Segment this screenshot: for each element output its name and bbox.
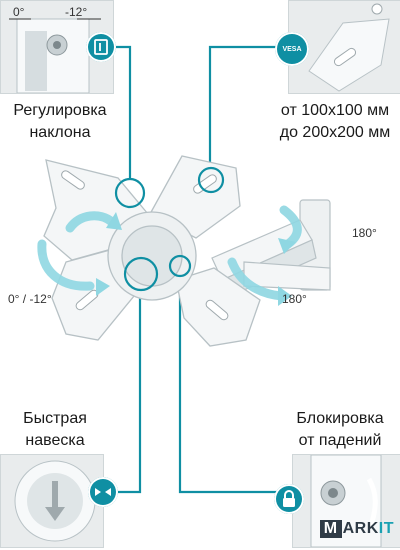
tilt-icon: [94, 39, 108, 55]
swivel-right-label: 180°: [352, 226, 377, 240]
quick-hang-caption: Быстрая навеска: [0, 408, 110, 452]
vesa-plate-photo: [308, 3, 390, 92]
brand-logo-it: IT: [378, 520, 394, 537]
brand-logo: M ARK IT: [319, 518, 394, 540]
tilt-zero-label: 0°: [13, 5, 25, 19]
tilt-hinge-photo: [9, 18, 101, 93]
swivel-bottom-label: 180°: [282, 292, 307, 306]
quick-hang-inset: [0, 454, 104, 548]
lock-badge: [274, 484, 304, 514]
tilt-inset: 0° -12°: [0, 0, 114, 94]
brand-logo-m: M: [319, 520, 342, 538]
vesa-caption-line-1: от 100х100 мм: [280, 102, 390, 119]
lock-icon: [283, 490, 295, 507]
quick-hang-badge: [88, 477, 118, 507]
tilt-caption-line-1: Регулировка: [13, 102, 107, 119]
arrows-in-icon: [95, 488, 111, 496]
tilt-caption-line-2: наклона: [29, 124, 91, 141]
fall-lock-caption-line-2: от падений: [298, 432, 382, 449]
tilt-minus-label: -12°: [65, 5, 88, 19]
brand-logo-middle: ARK: [342, 520, 379, 537]
fall-lock-caption-line-1: Блокировка: [296, 410, 384, 427]
tilt-badge: [86, 32, 116, 62]
quick-hang-caption-line-2: навеска: [25, 432, 85, 449]
quick-hang-caption-line-1: Быстрая: [23, 410, 87, 427]
vesa-caption-line-2: до 200х200 мм: [279, 124, 391, 141]
vesa-caption: от 100х100 мм до 200х200 мм: [270, 100, 400, 144]
tilt-caption: Регулировка наклона: [0, 100, 120, 144]
vesa-icon: VESA: [282, 45, 302, 53]
fall-lock-caption: Блокировка от падений: [280, 408, 400, 452]
vesa-badge: VESA: [275, 32, 309, 66]
quick-hang-photo: [14, 460, 96, 542]
tilt-range-label: 0° / -12°: [8, 292, 52, 306]
